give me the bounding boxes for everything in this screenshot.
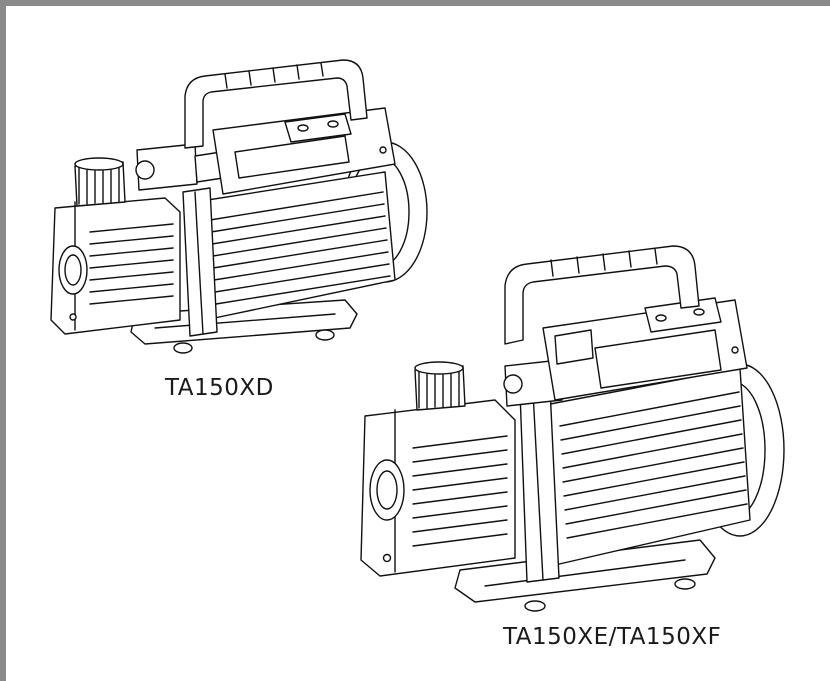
oil-cap — [415, 362, 465, 410]
model-label-ta150xd: TA150XD — [165, 375, 274, 401]
switch-box — [543, 298, 747, 400]
model-label-ta150xe-ta150xf: TA150XE/TA150XF — [503, 624, 722, 650]
motor-body — [545, 368, 750, 565]
pump-base — [131, 300, 357, 353]
motor-body — [195, 172, 395, 320]
pump-illustration-ta150xd — [45, 52, 430, 362]
carry-handle — [505, 246, 699, 344]
switch-box — [213, 108, 395, 194]
pump-illustration-ta150xe-ta150xf — [355, 240, 785, 620]
pump-base — [455, 540, 715, 611]
carry-handle — [185, 60, 367, 148]
pump-housing — [51, 198, 180, 334]
oil-cap — [75, 158, 125, 206]
inlet-valve — [136, 144, 223, 190]
center-bracket — [183, 188, 217, 336]
pump-housing — [361, 400, 515, 576]
